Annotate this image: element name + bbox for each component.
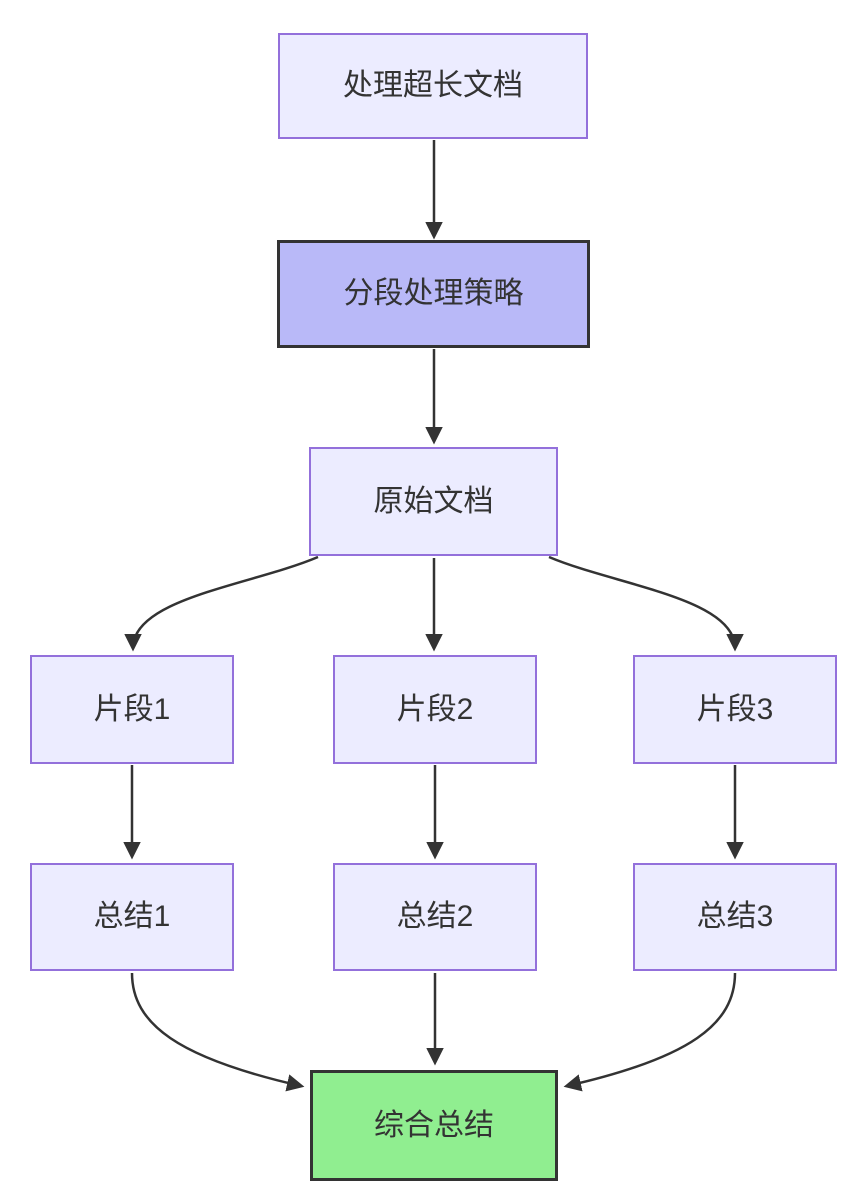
edge-c-to-d3 (548, 555, 744, 652)
node-label: 处理超长文档 (343, 69, 523, 102)
node-label: 总结3 (696, 900, 774, 933)
node-label: 总结1 (93, 900, 171, 933)
node-label: 综合总结 (374, 1108, 494, 1142)
node-label: 片段3 (696, 692, 774, 726)
node-label: 片段1 (93, 692, 171, 726)
node-summary-1: 总结1 (30, 863, 234, 971)
node-summary-3: 总结3 (633, 863, 837, 971)
node-final-summary: 综合总结 (310, 1070, 558, 1181)
node-fragment-3: 片段3 (633, 655, 837, 764)
node-fragment-2: 片段2 (333, 655, 537, 764)
node-label: 分段处理策略 (343, 277, 524, 310)
edge-e3-to-f (563, 972, 737, 1092)
node-label: 总结2 (396, 900, 474, 933)
node-label: 片段2 (396, 692, 474, 726)
node-summary-2: 总结2 (333, 863, 537, 971)
edge-e1-to-f (130, 972, 305, 1092)
edge-c-to-d1 (124, 555, 319, 652)
node-process-long-doc: 处理超长文档 (278, 33, 588, 139)
node-segmentation-strategy: 分段处理策略 (277, 240, 590, 348)
node-original-doc: 原始文档 (309, 447, 558, 556)
node-label: 原始文档 (373, 484, 494, 518)
node-fragment-1: 片段1 (30, 655, 234, 764)
